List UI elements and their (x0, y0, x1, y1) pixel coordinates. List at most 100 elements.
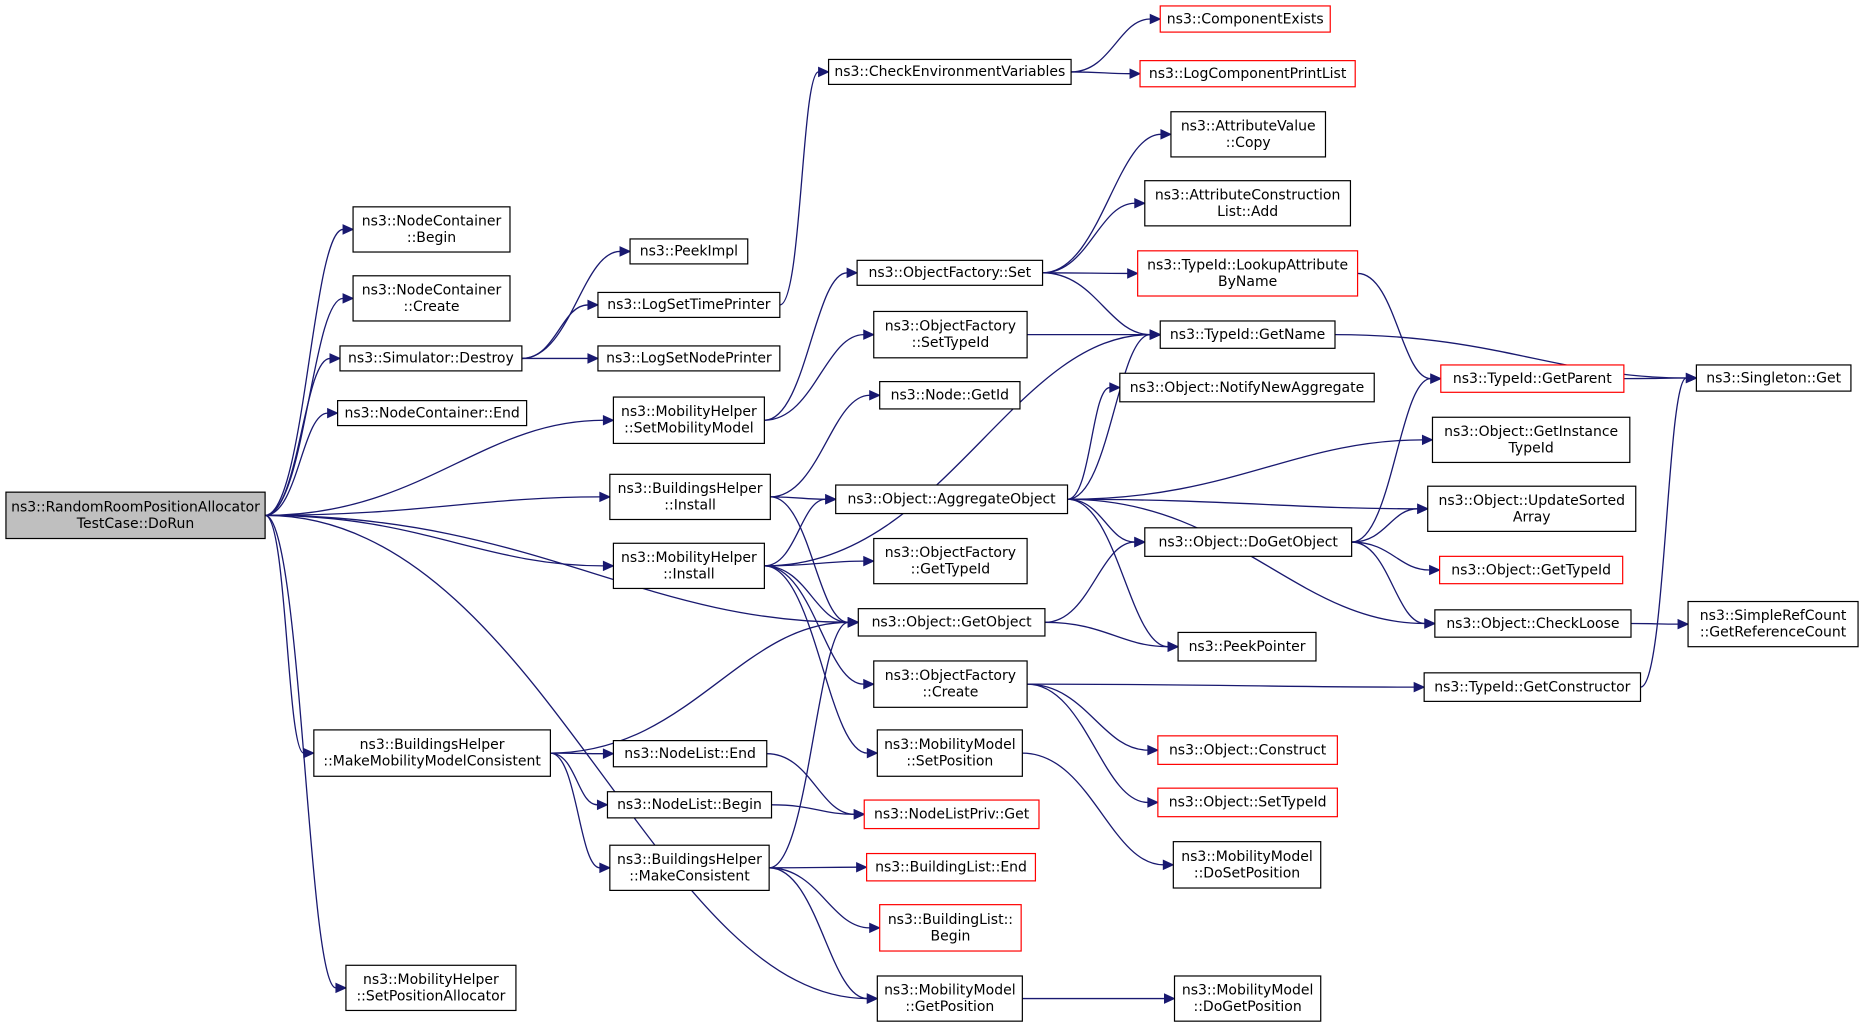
node-sim_destroy[interactable]: ns3::Simulator::Destroy (339, 345, 523, 372)
node-nl_end[interactable]: ns3::NodeList::End (612, 740, 768, 768)
node-label: ns3::NodeContainer (362, 213, 502, 229)
node-label: ::GetPosition (905, 999, 994, 1015)
node-of_create[interactable]: ns3::ObjectFactory::Create (873, 660, 1028, 708)
node-bl_begin[interactable]: ns3::BuildingList::Begin (879, 904, 1022, 952)
edge-dogetobj-to-getparent (1351, 373, 1443, 543)
node-peekimpl[interactable]: ns3::PeekImpl (629, 238, 749, 265)
edge-mm_setpos-to-mm_dosetpos (1022, 752, 1175, 871)
node-label: ::SetPositionAllocator (356, 988, 505, 1004)
node-label: List::Add (1217, 204, 1278, 220)
node-box (873, 660, 1028, 708)
node-label: ns3::NodeContainer::End (344, 405, 519, 421)
node-box (5, 491, 266, 540)
edge-arrowhead (587, 353, 600, 364)
edge-sim_destroy-to-logsetnode (521, 353, 600, 364)
node-checkloose[interactable]: ns3::Object::CheckLoose (1434, 609, 1632, 638)
node-box (1431, 416, 1631, 464)
edge-bh_makemob-to-nl_end (550, 748, 615, 759)
node-getctor[interactable]: ns3::TypeId::GetConstructor (1423, 672, 1642, 702)
edge-line (1027, 683, 1148, 751)
edge-of_create-to-obj_settypeid (1027, 683, 1160, 808)
node-simpleref[interactable]: ns3::SimpleRefCount::GetReferenceCount (1687, 600, 1859, 648)
edge-line (265, 419, 604, 516)
node-label: ns3::Object::GetTypeId (1451, 562, 1611, 578)
node-mm_setpos[interactable]: ns3::MobilityModel::SetPosition (876, 729, 1023, 777)
edge-arrowhead (327, 407, 339, 419)
node-obj_construct[interactable]: ns3::Object::Construct (1157, 735, 1338, 765)
node-box (1423, 672, 1642, 702)
node-box (337, 400, 528, 427)
node-label: ::Begin (407, 230, 456, 246)
node-of_gettypeid[interactable]: ns3::ObjectFactory::GetTypeId (873, 537, 1028, 585)
edge-arrowhead (1134, 536, 1147, 548)
node-peekptr[interactable]: ns3::PeekPointer (1177, 631, 1317, 662)
node-box (866, 852, 1037, 882)
node-label: ::GetTypeId (911, 562, 991, 578)
edge-arrowhead (1167, 641, 1180, 652)
edge-mh_install-to-of_create (764, 565, 875, 690)
node-mh_setposalloc[interactable]: ns3::MobilityHelper::SetPositionAllocato… (345, 964, 517, 1012)
edge-getobject-to-dogetobj (1044, 536, 1147, 623)
node-singleton[interactable]: ns3::Singleton::Get (1695, 364, 1852, 392)
edge-arrowhead (1685, 372, 1698, 384)
node-checkenv[interactable]: ns3::CheckEnvironmentVariables (827, 58, 1072, 86)
node-bh_install[interactable]: ns3::BuildingsHelper::Install (609, 473, 771, 521)
node-label: ByName (1218, 274, 1277, 290)
node-bh_makemob[interactable]: ns3::BuildingsHelper::MakeMobilityModelC… (313, 729, 552, 777)
node-bl_end[interactable]: ns3::BuildingList::End (866, 852, 1037, 882)
edge-dogetobj-to-checkloose (1351, 541, 1437, 629)
node-gettypeid[interactable]: ns3::Object::GetTypeId (1439, 555, 1624, 585)
node-mm_getpos[interactable]: ns3::MobilityModel::GetPosition (876, 975, 1023, 1022)
node-dogetobj[interactable]: ns3::Object::DoGetObject (1144, 527, 1353, 557)
node-getparent[interactable]: ns3::TypeId::GetParent (1440, 364, 1625, 393)
node-logsettime[interactable]: ns3::LogSetTimePrinter (597, 291, 781, 319)
node-label: ns3::NodeContainer (362, 282, 502, 298)
edge-root-to-nc_begin (264, 224, 355, 516)
node-label: ns3::TypeId::GetParent (1453, 371, 1612, 387)
edge-root-to-nc_end (265, 407, 339, 516)
node-of_settypeid[interactable]: ns3::ObjectFactory::SetTypeId (873, 310, 1028, 359)
node-logsetnode[interactable]: ns3::LogSetNodePrinter (597, 345, 781, 372)
node-obj_settypeid[interactable]: ns3::Object::SetTypeId (1157, 787, 1338, 818)
node-label: ns3::Singleton::Get (1706, 370, 1841, 386)
node-mh_setmob[interactable]: ns3::MobilityHelper::SetMobilityModel (612, 396, 765, 445)
node-node_getid[interactable]: ns3::Node::GetId (879, 380, 1021, 410)
edge-nl_begin-to-nlpriv_get (771, 804, 866, 820)
node-mm_dogetpos[interactable]: ns3::MobilityModel::DoGetPosition (1173, 975, 1322, 1022)
node-label: ns3::BuildingList::End (875, 859, 1027, 875)
node-label: ns3::ObjectFactory (885, 545, 1016, 561)
node-mh_install[interactable]: ns3::MobilityHelper::Install (612, 542, 765, 590)
node-label: ns3::ObjectFactory (885, 319, 1016, 335)
node-mm_dosetpos[interactable]: ns3::MobilityModel::DoSetPosition (1172, 841, 1322, 889)
edge-line (1027, 683, 1148, 804)
node-notifyagg[interactable]: ns3::Object::NotifyNewAggregate (1119, 372, 1375, 403)
node-logcomplist[interactable]: ns3::LogComponentPrintList (1139, 60, 1356, 88)
edge-arrowhead (863, 678, 875, 690)
node-bh_makecons[interactable]: ns3::BuildingsHelper::MakeConsistent (609, 844, 770, 891)
node-label: ns3::SimpleRefCount (1700, 608, 1847, 624)
node-aggobj[interactable]: ns3::Object::AggregateObject (835, 484, 1069, 515)
edge-mh_setmob-to-of_settypeid (764, 329, 875, 421)
node-gettname[interactable]: ns3::TypeId::GetName (1159, 320, 1336, 349)
node-nc_end[interactable]: ns3::NodeContainer::End (337, 400, 528, 427)
edge-arrowhead (596, 799, 609, 811)
node-box (1427, 485, 1637, 532)
node-nlpriv_get[interactable]: ns3::NodeListPriv::Get (863, 799, 1040, 830)
node-getobject[interactable]: ns3::Object::GetObject (857, 608, 1046, 637)
node-box (1157, 787, 1338, 818)
edge-line (1351, 377, 1431, 543)
node-compexists[interactable]: ns3::ComponentExists (1159, 5, 1331, 33)
node-nc_create[interactable]: ns3::NodeContainer::Create (352, 275, 511, 322)
node-nc_begin[interactable]: ns3::NodeContainer::Begin (352, 206, 511, 253)
node-box (606, 791, 773, 819)
node-nl_begin[interactable]: ns3::NodeList::Begin (606, 791, 773, 819)
node-label: ::SetTypeId (912, 335, 990, 351)
edge-line (770, 496, 826, 500)
node-attrcopy[interactable]: ns3::AttributeValue::Copy (1170, 111, 1327, 158)
node-of_set[interactable]: ns3::ObjectFactory::Set (856, 259, 1044, 286)
